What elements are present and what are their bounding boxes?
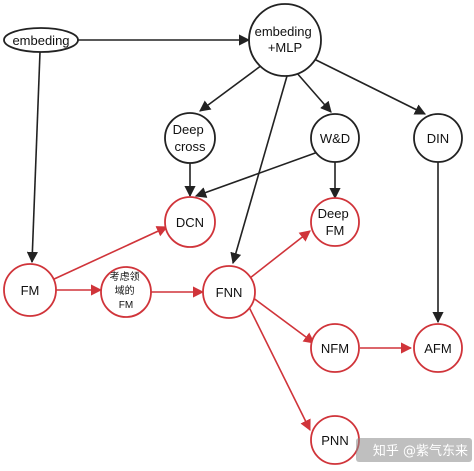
node-fnn-label: FNN xyxy=(216,285,243,300)
edge-embeding-mlp-to-fnn xyxy=(230,75,288,265)
node-embeding-label: embeding xyxy=(12,33,69,48)
node-fnn: FNN xyxy=(202,265,256,319)
node-pnn-label: PNN xyxy=(321,433,348,448)
node-embeding-mlp-label: embeding +MLP xyxy=(255,24,316,55)
node-dcn-label: DCN xyxy=(176,215,204,230)
edge-fnn-to-deep-fm xyxy=(249,230,311,279)
edge-embeding-mlp-to-deep-cross xyxy=(199,64,263,112)
node-deep-fm-label: Deep FM xyxy=(318,206,353,238)
edge-fnn-to-nfm xyxy=(251,296,315,344)
node-nfm: NFM xyxy=(310,323,360,373)
node-fm: FM xyxy=(3,263,57,317)
node-deep-fm: Deep FM xyxy=(310,197,360,247)
node-din: DIN xyxy=(413,113,463,163)
node-din-label: DIN xyxy=(427,131,449,146)
node-embeding-mlp: embeding +MLP xyxy=(248,3,322,77)
node-deep-cross-label: Deep cross xyxy=(173,122,208,154)
node-wd-label: W&D xyxy=(320,131,350,146)
edge-embeding-mlp-to-din xyxy=(311,57,427,115)
node-dcn: DCN xyxy=(164,196,216,248)
edge-fnn-to-pnn xyxy=(247,304,311,432)
watermark: 知乎 @紫气东来 xyxy=(356,438,472,462)
watermark-text: 知乎 @紫气东来 xyxy=(373,443,468,459)
node-nfm-label: NFM xyxy=(321,341,349,356)
node-embeding: embeding xyxy=(3,27,79,53)
edge-embeding-mlp-to-wd xyxy=(295,71,332,113)
node-fm-label: FM xyxy=(21,283,40,298)
edge-wd-to-dcn xyxy=(194,151,319,198)
node-field-aware-fm-label: 考虑领 域的 FM xyxy=(110,270,143,311)
node-afm: AFM xyxy=(413,323,463,373)
node-wd: W&D xyxy=(310,113,360,163)
edge-embeding-to-fm xyxy=(26,51,41,264)
node-field-aware-fm: 考虑领 域的 FM xyxy=(100,266,152,318)
edge-fm-to-dcn xyxy=(51,226,169,281)
node-pnn: PNN xyxy=(310,415,360,465)
node-deep-cross: Deep cross xyxy=(164,112,216,164)
node-afm-label: AFM xyxy=(424,341,451,356)
